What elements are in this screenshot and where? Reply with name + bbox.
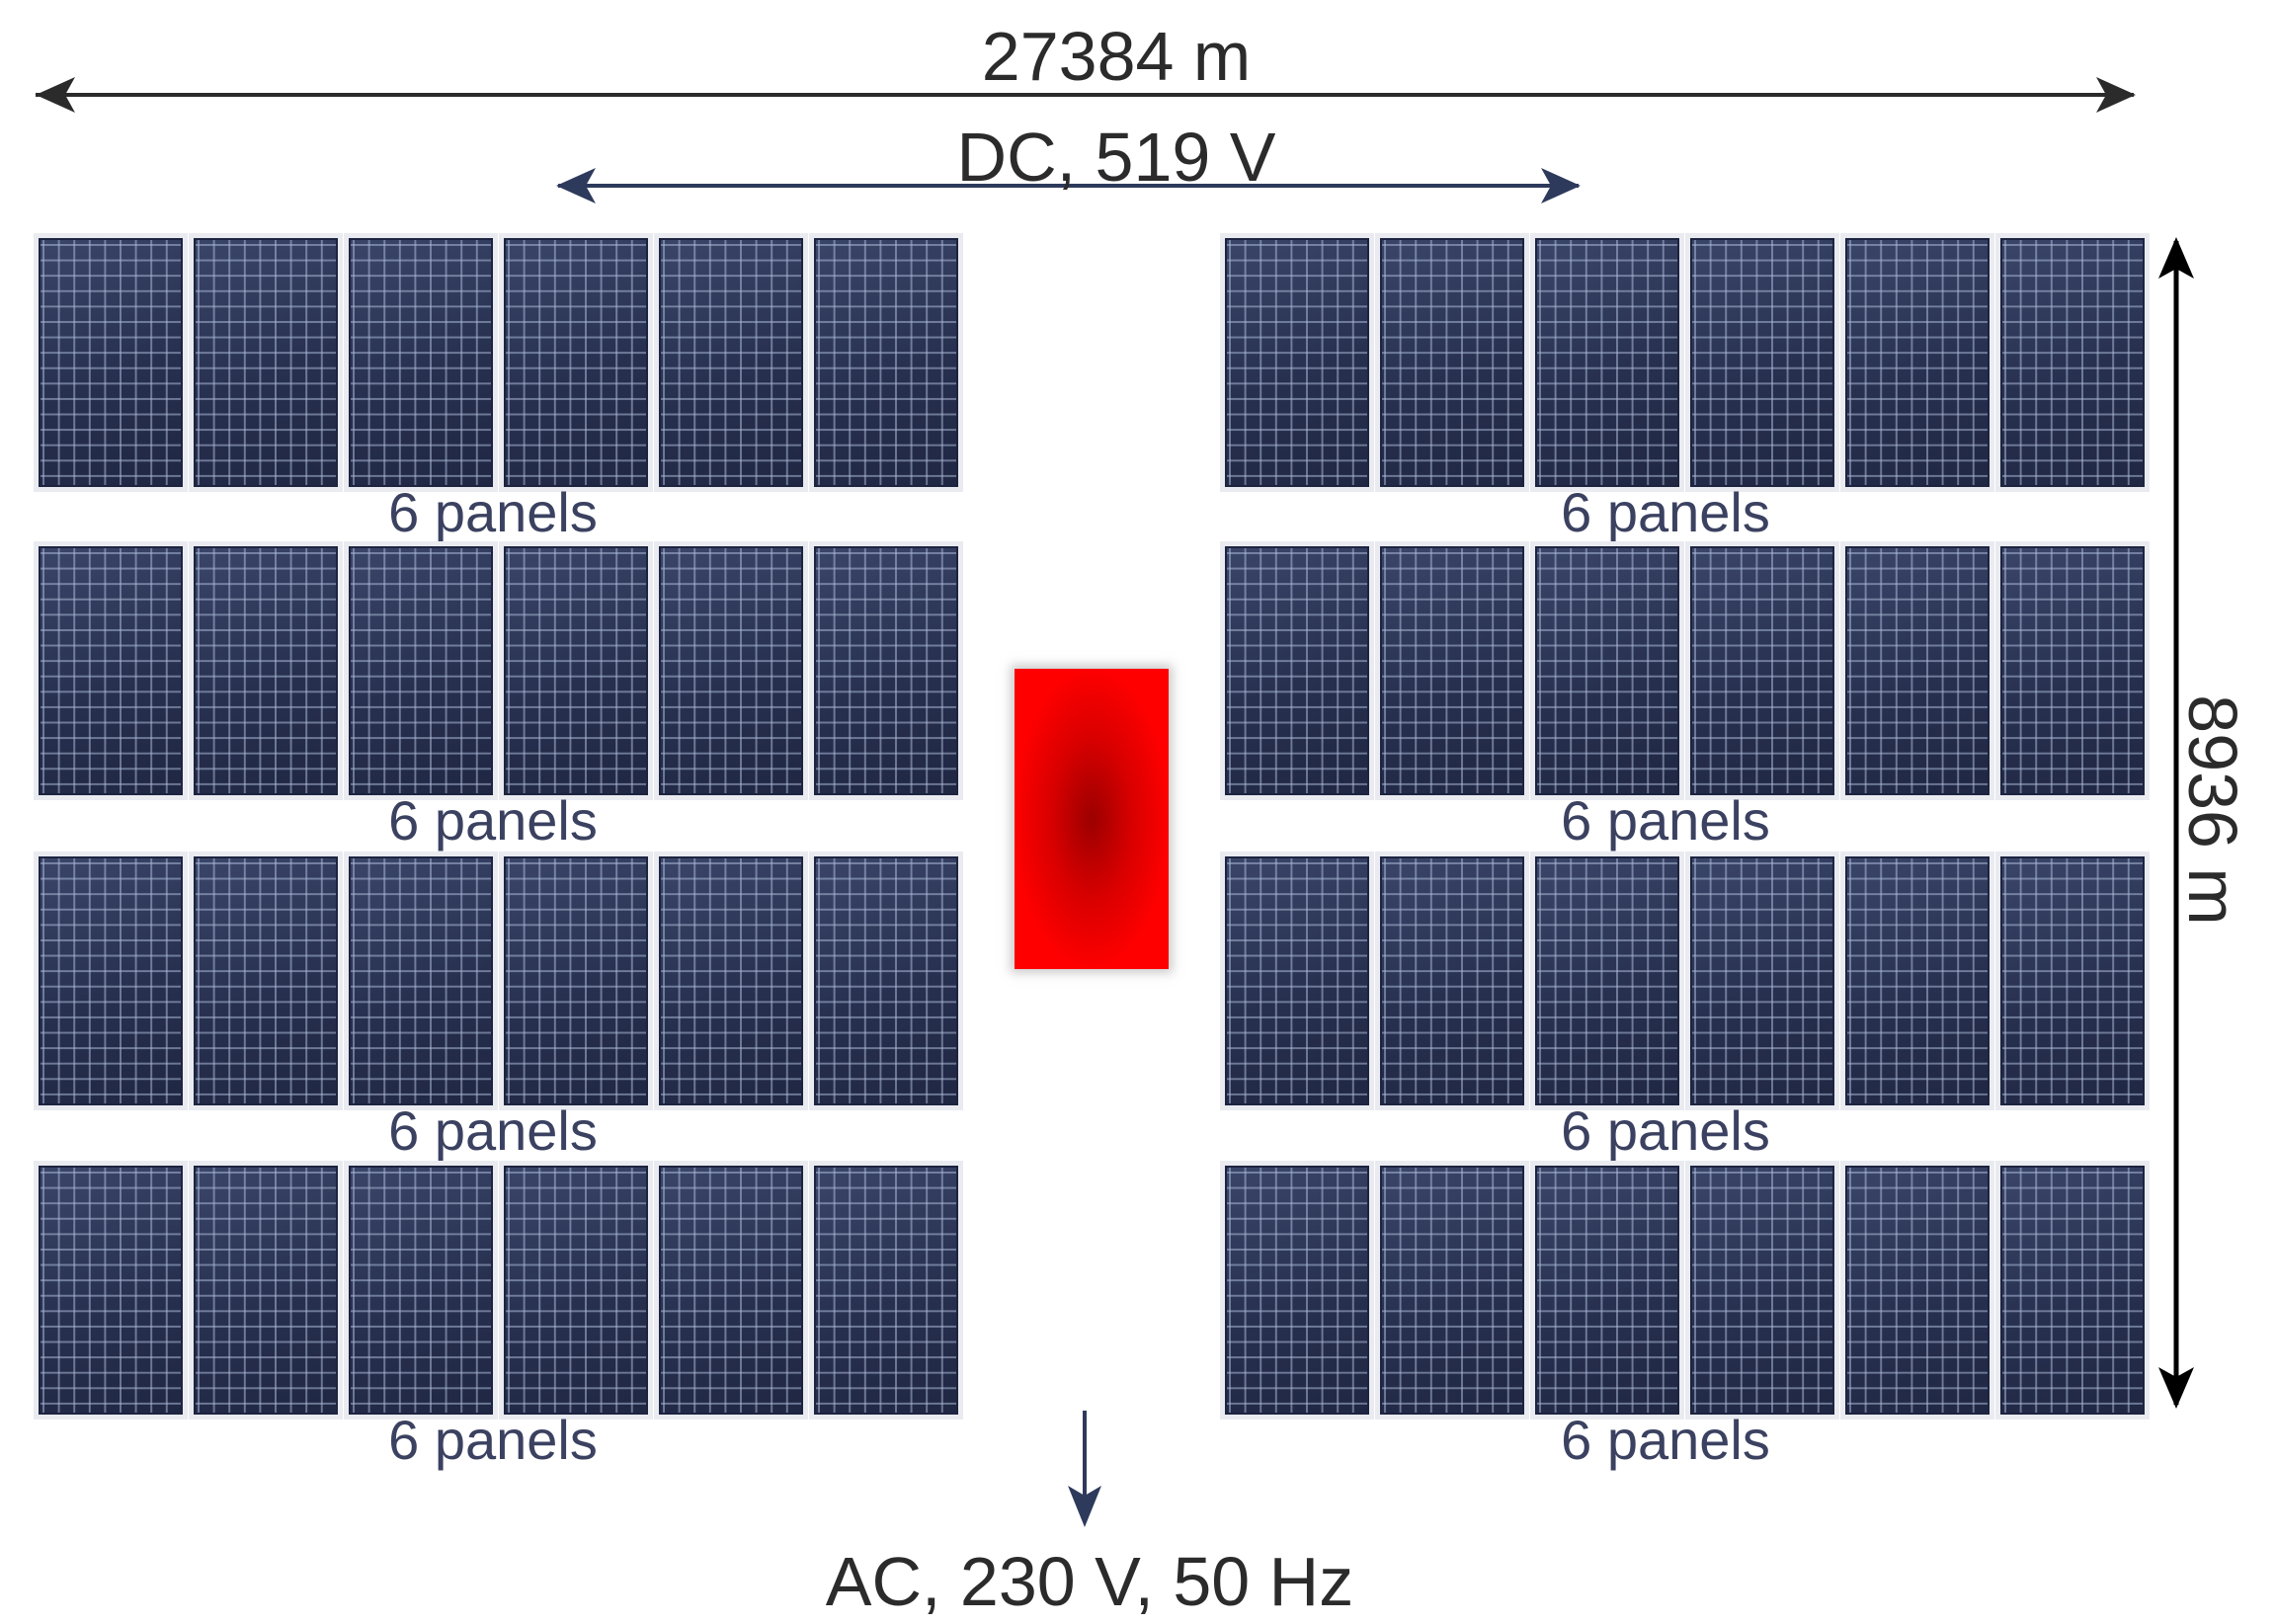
solar-panel bbox=[504, 1166, 648, 1415]
solar-panel bbox=[1225, 856, 1369, 1105]
panel-row-label: 6 panels bbox=[388, 1409, 598, 1471]
total-width-label: 27384 m bbox=[981, 18, 1252, 95]
solar-panel bbox=[814, 1166, 958, 1415]
solar-panel bbox=[2000, 546, 2145, 795]
dc-span-arrow bbox=[556, 168, 1581, 203]
solar-panel bbox=[1535, 238, 1679, 487]
solar-panel bbox=[1380, 238, 1524, 487]
panel-row-label: 6 panels bbox=[1561, 789, 1770, 852]
total-width-arrow bbox=[36, 77, 2136, 113]
solar-panel bbox=[194, 1166, 338, 1415]
solar-panel bbox=[1845, 856, 1990, 1105]
solar-panel bbox=[2000, 1166, 2145, 1415]
solar-panel bbox=[504, 238, 648, 487]
panel-row-label: 6 panels bbox=[388, 481, 598, 543]
dc-voltage-label: DC, 519 V bbox=[956, 119, 1276, 196]
solar-panel bbox=[1690, 546, 1834, 795]
solar-panel bbox=[2000, 238, 2145, 487]
solar-panel bbox=[349, 238, 493, 487]
solar-panel bbox=[1690, 856, 1834, 1105]
solar-panel bbox=[39, 856, 183, 1105]
solar-panel bbox=[2000, 856, 2145, 1105]
ac-output-label: AC, 230 V, 50 Hz bbox=[825, 1543, 1354, 1620]
solar-panel bbox=[1380, 856, 1524, 1105]
solar-panel bbox=[1845, 1166, 1990, 1415]
solar-panel bbox=[1535, 1166, 1679, 1415]
solar-panel bbox=[659, 238, 803, 487]
solar-panel bbox=[1535, 546, 1679, 795]
solar-panel bbox=[659, 546, 803, 795]
solar-panel bbox=[814, 856, 958, 1105]
panel-row-label: 6 panels bbox=[1561, 1409, 1770, 1471]
solar-panel bbox=[504, 856, 648, 1105]
panel-row-label: 6 panels bbox=[1561, 1099, 1770, 1162]
solar-panel bbox=[349, 1166, 493, 1415]
solar-panel bbox=[39, 238, 183, 487]
solar-panel bbox=[349, 546, 493, 795]
solar-panel bbox=[1690, 1166, 1834, 1415]
solar-panel bbox=[194, 546, 338, 795]
solar-panel bbox=[1690, 238, 1834, 487]
solar-panel bbox=[194, 238, 338, 487]
inverter-box bbox=[1015, 669, 1169, 969]
panel-row-label: 6 panels bbox=[388, 1099, 598, 1162]
height-arrow bbox=[2158, 237, 2194, 1409]
panel-row-label: 6 panels bbox=[388, 789, 598, 852]
solar-panel bbox=[39, 546, 183, 795]
solar-panel bbox=[1845, 546, 1990, 795]
solar-panel bbox=[659, 856, 803, 1105]
solar-panel bbox=[504, 546, 648, 795]
ac-output-arrow bbox=[1068, 1411, 1101, 1527]
solar-panel bbox=[814, 546, 958, 795]
solar-panel bbox=[1225, 1166, 1369, 1415]
height-label: 8936 m bbox=[2174, 694, 2251, 926]
solar-panel bbox=[349, 856, 493, 1105]
panel-row-label: 6 panels bbox=[1561, 481, 1770, 543]
solar-panel bbox=[1380, 1166, 1524, 1415]
solar-panel bbox=[814, 238, 958, 487]
solar-panel bbox=[1845, 238, 1990, 487]
solar-panel bbox=[39, 1166, 183, 1415]
solar-panel bbox=[659, 1166, 803, 1415]
solar-panel bbox=[194, 856, 338, 1105]
solar-panel bbox=[1380, 546, 1524, 795]
solar-panel bbox=[1225, 546, 1369, 795]
solar-panel bbox=[1535, 856, 1679, 1105]
solar-panel bbox=[1225, 238, 1369, 487]
